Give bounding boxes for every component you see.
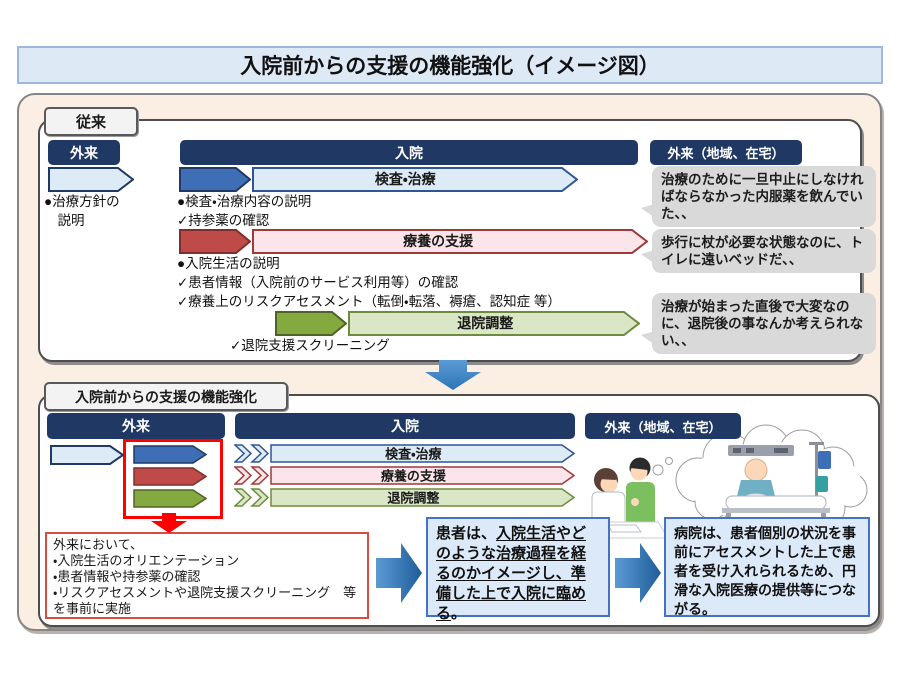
patient-outcome-suffix: 。 <box>451 605 467 622</box>
conv-row2-label: 療養の支援 <box>403 232 474 249</box>
patient-voice-bubble-2: 歩行に杖が必要な状態なのに、トイレに遠いベッドだ、、 <box>641 229 876 273</box>
conv-row3-lead-arrow-icon <box>275 311 347 336</box>
hospital-outcome-box: 病院は、患者個別の状況を事前にアセスメントした上で患者を受け入れられるため、円滑… <box>664 517 870 617</box>
enh-header-after: 外来（地域、在宅） <box>585 413 741 439</box>
conv-header-outpatient: 外来 <box>48 140 120 165</box>
patient-voice-bubble-3: 治療が始まった直後で大変なのに、退院後の事なんか考えられない、、 <box>641 293 876 354</box>
patient-voice-bubble-1: 治療のために一旦中止にしなければならなかった内服薬を飲んでいた、、 <box>641 166 876 227</box>
conv-header-after: 外来（地域、在宅） <box>650 140 802 165</box>
conv-row2-notes: ●入院生活の説明 ✓患者情報（入院前のサービス利用等）の確認 ✓療養上のリスクア… <box>177 256 561 309</box>
enh-row1-arrow: 検査・治療 <box>270 444 575 463</box>
patient-outcome-underlined: 入院生活やどのような治療過程を経るのかイメージし、準備した上で入院に臨める <box>436 525 587 622</box>
consulting-patient-figure <box>626 457 655 522</box>
doctor-figure <box>591 468 626 523</box>
enh-outpatient-arrow-icon <box>50 445 124 465</box>
enh-header-hospital: 入院 <box>235 413 575 439</box>
flow-right-arrow-1-icon <box>376 541 422 610</box>
conv-row2-arrow: 療養の支援 <box>252 229 648 254</box>
red-down-arrow-icon <box>151 513 187 538</box>
pre-admission-actions-box: 外来において、 ・入院生活のオリエンテーション ・患者情報や持参薬の確認 ・リス… <box>45 532 369 619</box>
enh-header-outpatient: 外来 <box>47 413 225 439</box>
conv-outpatient-note: ●治療方針の 説明 <box>44 194 120 228</box>
conv-row1-label: 検査・治療 <box>374 170 436 187</box>
patient-outcome-prefix: 患者は、 <box>436 525 497 542</box>
enh-row3-arrow: 退院調整 <box>270 488 575 507</box>
conv-row3-arrow: 退院調整 <box>348 311 640 336</box>
conv-row1-notes: ●検査・治療内容の説明 ✓持参薬の確認 <box>177 194 312 228</box>
enh-row2-label: 療養の支援 <box>380 468 446 484</box>
conv-row1-arrow: 検査・治療 <box>252 167 578 192</box>
doctor-patient-illustration <box>577 418 878 551</box>
enhanced-tab: 入院前からの支援の機能強化 <box>44 382 288 411</box>
section-transition-down-arrow-icon <box>425 360 481 396</box>
enh-row3-chevrons-icon <box>234 488 270 507</box>
enh-row1-label: 検査・治療 <box>385 446 442 462</box>
enh-mini-green-arrow-icon <box>133 489 207 508</box>
enh-row2-chevrons-icon <box>234 466 270 485</box>
flow-right-arrow-2-icon <box>615 541 661 610</box>
conv-header-hospital: 入院 <box>180 140 638 165</box>
enh-row1-chevrons-icon <box>234 444 270 463</box>
enh-row3-label: 退院調整 <box>387 490 440 506</box>
conv-row1-lead-arrow-icon <box>179 167 251 192</box>
page-title: 入院前からの支援の機能強化（イメージ図） <box>17 46 883 84</box>
conv-row3-notes: ✓退院支援スクリーニング <box>230 338 390 353</box>
hospital-bed-icon <box>722 442 831 521</box>
conv-row3-label: 退院調整 <box>457 314 514 331</box>
conv-outpatient-arrow-icon <box>48 167 134 192</box>
conv-row2-lead-arrow-icon <box>179 229 251 254</box>
enh-mini-red-arrow-icon <box>133 467 207 486</box>
thought-trail-dot <box>652 464 664 476</box>
conventional-tab: 従来 <box>44 107 138 136</box>
enh-row2-arrow: 療養の支援 <box>270 466 575 485</box>
patient-outcome-box: 患者は、入院生活やどのような治療過程を経るのかイメージし、準備した上で入院に臨め… <box>426 517 610 622</box>
enh-mini-blue-arrow-icon <box>133 445 207 464</box>
